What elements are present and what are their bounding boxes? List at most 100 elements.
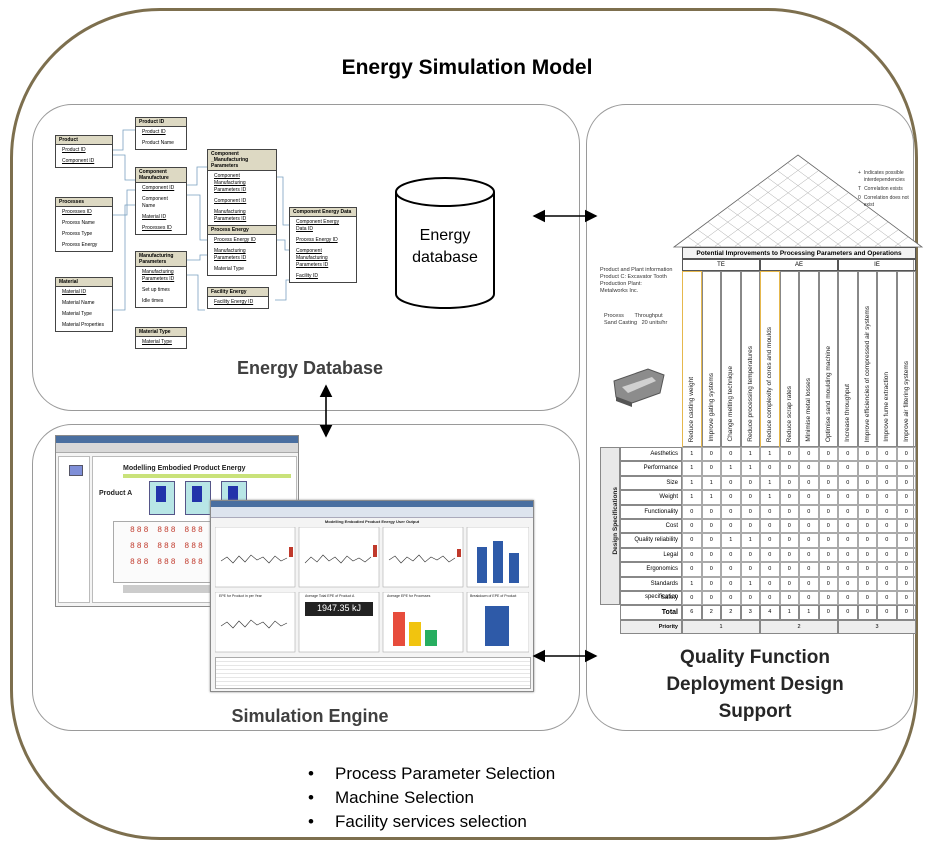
qfd-cell: 0 <box>682 591 702 606</box>
qfd-cell: 0 <box>896 562 916 577</box>
qfd-cell: 0 <box>857 533 877 548</box>
qfd-cell: 0 <box>877 504 897 519</box>
qfd-cell: 0 <box>701 533 721 548</box>
er-table-name: Component Manufacture <box>136 168 186 183</box>
qfd-row-label: Performance <box>620 461 682 476</box>
window-2-title: Modelling Embodied Product Energy User O… <box>324 519 420 524</box>
qfd-total-cell: 4 <box>760 605 780 620</box>
outer-boundary <box>10 8 918 840</box>
qfd-cell: 0 <box>721 475 741 491</box>
er-table-name: Component _Manufacturing Parameters <box>208 150 276 171</box>
er-table-name: Manufacturing Parameters <box>136 252 186 267</box>
results-table <box>215 657 531 689</box>
er-table-field: Component ID <box>214 198 247 204</box>
qfd-group-TE: TE <box>682 259 760 271</box>
er-table-field: Component ID <box>142 185 175 191</box>
er-table-field: Component Name <box>142 196 168 209</box>
er-table-name: Processes <box>56 198 112 207</box>
er-table-field: Facility ID <box>296 273 318 279</box>
qfd-cell: 0 <box>799 504 819 519</box>
qfd-cell: 0 <box>818 591 838 606</box>
qfd-cell: 1 <box>682 475 702 491</box>
bullet-item-3: Facility services selection <box>305 810 555 834</box>
qfd-cell: 0 <box>838 461 858 476</box>
qfd-column-header: Improve air filtering systems <box>896 271 916 447</box>
legend-mark-2: T <box>858 186 862 192</box>
er-table-field: Material Type <box>214 266 244 272</box>
qfd-priority-label: Priority <box>620 619 682 635</box>
legend-text-1: Indicates possible interdependencies <box>863 170 905 183</box>
qfd-cell: 0 <box>818 576 838 591</box>
qfd-cell: 0 <box>799 475 819 491</box>
qfd-cell: 0 <box>779 591 799 606</box>
er-table-field: Component Manufacturing Parameters ID <box>214 173 247 193</box>
qfd-cell: 0 <box>740 490 760 505</box>
chart-title-3: Average EPE for Processes <box>387 594 431 598</box>
legend-mark-3: 0 <box>858 195 861 201</box>
qfd-cell: 0 <box>896 461 916 476</box>
qfd-cell: 0 <box>857 504 877 519</box>
qfd-cell: 0 <box>799 591 819 606</box>
bullet-item-2: Machine Selection <box>305 786 555 810</box>
qfd-row-label: Cost <box>620 519 682 534</box>
qfd-cell: 0 <box>857 490 877 505</box>
qfd-cell: 0 <box>877 475 897 491</box>
qfd-cell: 0 <box>877 533 897 548</box>
er-table-name: Product <box>56 136 112 145</box>
qfd-cell: 0 <box>779 475 799 491</box>
window-1-side-panel <box>58 456 90 603</box>
qfd-cell: 0 <box>760 576 780 591</box>
qfd-cell: 0 <box>818 504 838 519</box>
qfd-cell: 0 <box>877 461 897 476</box>
qfd-cell: 0 <box>740 547 760 563</box>
process-block-2 <box>185 481 211 515</box>
qfd-cell: 1 <box>760 490 780 505</box>
chart-title-2: Average Total EPE of Product A <box>305 594 355 598</box>
qfd-cell: 1 <box>682 490 702 505</box>
er-table-field: Product Name <box>142 140 174 146</box>
qfd-row-label: Size <box>620 475 682 491</box>
qfd-cell: 0 <box>721 519 741 534</box>
window-1-product-label: Product A <box>99 490 133 497</box>
qfd-cell: 0 <box>740 591 760 606</box>
er-table-field: Process Energy ID <box>296 237 338 243</box>
qfd-cell: 0 <box>818 490 838 505</box>
legend-text-3: Correlation does not exist <box>863 195 909 208</box>
qfd-cell: 0 <box>838 591 858 606</box>
er-table-field: Component Manufacturing Parameters ID <box>296 248 329 268</box>
qfd-cell: 1 <box>701 475 721 491</box>
qfd-cell: 1 <box>740 447 760 462</box>
er-table-field: Manufacturing Parameters ID <box>214 248 247 261</box>
qfd-cell: 0 <box>799 490 819 505</box>
qfd-cell: 0 <box>857 591 877 606</box>
line-charts-row <box>214 526 530 589</box>
qfd-column-header: Improve efficiencies of compressed air s… <box>857 271 877 447</box>
er-table-field: Component ID <box>62 158 95 164</box>
qfd-cell: 0 <box>838 547 858 563</box>
qfd-cell: 0 <box>818 519 838 534</box>
qfd-cell: 0 <box>799 576 819 591</box>
qfd-cell: 0 <box>896 504 916 519</box>
qfd-cell: 1 <box>721 461 741 476</box>
er-table-field: Material ID <box>142 214 167 220</box>
qfd-cell: 0 <box>818 547 838 563</box>
cylinder-label: Energy database <box>394 225 496 269</box>
qfd-column-header: Reduce processing temperatures <box>740 271 760 447</box>
qfd-cell: 0 <box>877 519 897 534</box>
qfd-cell: 0 <box>877 562 897 577</box>
qfd-column-header: Improve gating systems <box>701 271 721 447</box>
qfd-cell: 0 <box>838 519 858 534</box>
qfd-cell: 0 <box>721 490 741 505</box>
qfd-total-cell: 2 <box>721 605 741 620</box>
qfd-row-label: Standards specification <box>620 576 682 600</box>
qfd-total-cell: 0 <box>838 605 858 620</box>
qfd-cell: 0 <box>701 591 721 606</box>
qfd-cell: 0 <box>857 461 877 476</box>
qfd-cell: 0 <box>682 547 702 563</box>
qfd-cell: 0 <box>877 447 897 462</box>
qfd-cell: 0 <box>760 461 780 476</box>
